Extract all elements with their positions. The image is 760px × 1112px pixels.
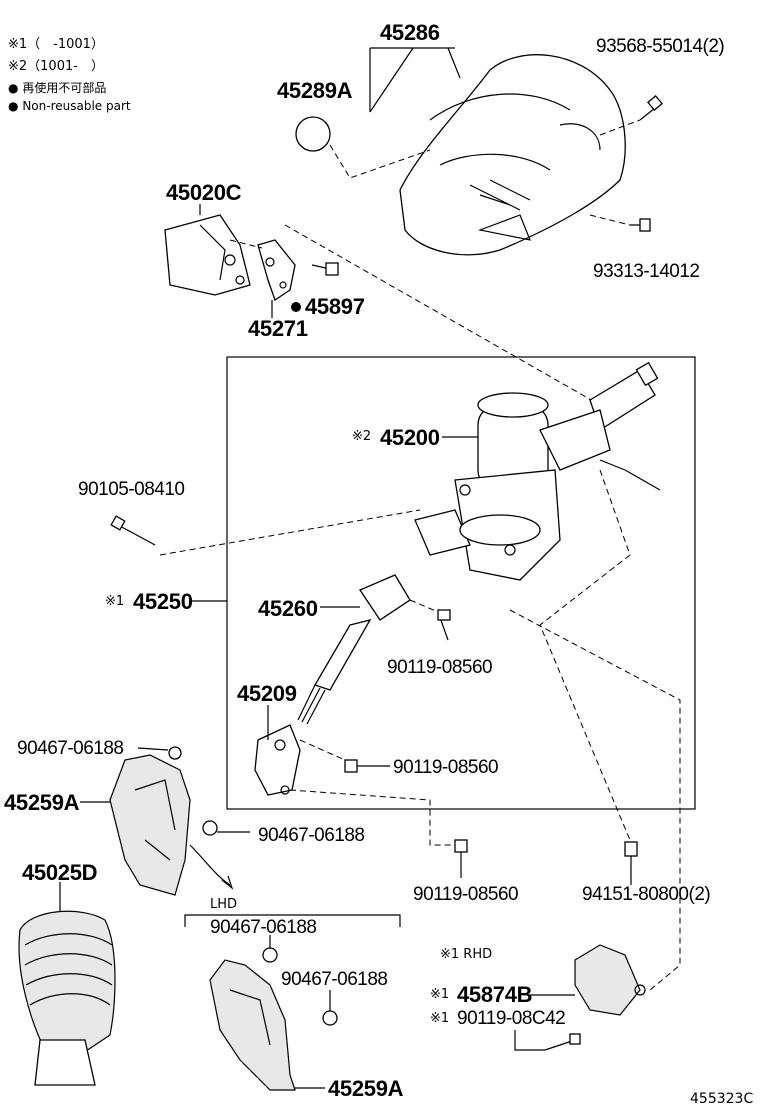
label-93313: 93313-14012 <box>593 261 700 282</box>
label-45289A: 45289A <box>277 78 353 103</box>
label-45286: 45286 <box>380 20 440 45</box>
label-45020C: 45020C <box>166 180 242 205</box>
label-90467-b: 90467-06188 <box>258 825 365 846</box>
label-90119-a: 90119-08560 <box>387 657 493 678</box>
bracket-45874B <box>574 944 646 1016</box>
legend-note-1: ※1（ -1001） <box>8 37 104 52</box>
column-assembly-45200 <box>414 361 661 581</box>
mark-45200: ※2 <box>352 429 372 444</box>
label-45259A-bottom: 45259A <box>328 1076 404 1101</box>
joint-45209 <box>254 724 301 796</box>
mark-90119-d: ※1 <box>430 1011 450 1026</box>
label-rhd: ※1 RHD <box>440 947 493 962</box>
clip-90467-b <box>202 820 250 836</box>
label-90105: 90105-08410 <box>78 479 185 500</box>
column-cover-45286 <box>399 54 626 256</box>
legend-nonreusable-en: ● Non-reusable part <box>8 100 131 112</box>
label-45260: 45260 <box>258 596 318 621</box>
bolt-90119-b <box>344 759 390 773</box>
bolt-90119-a <box>437 609 451 641</box>
clamp-45271 <box>257 239 296 302</box>
label-45200: 45200 <box>380 425 440 450</box>
boot-45025D <box>18 910 116 1086</box>
shaft-45260 <box>297 574 411 725</box>
assembly-frame <box>226 356 696 810</box>
bolt-45897 <box>311 262 339 276</box>
label-45259A-top: 45259A <box>4 790 80 815</box>
label-45874B: 45874B <box>457 982 533 1007</box>
label-lhd: LHD <box>210 897 238 912</box>
label-45025D: 45025D <box>22 860 98 885</box>
nonreusable-dot-icon: ● <box>8 99 19 113</box>
screw-93313 <box>630 218 651 232</box>
label-90119-c: 90119-08560 <box>413 884 519 905</box>
nut-94151 <box>624 841 638 885</box>
mark-45250: ※1 <box>105 594 125 609</box>
label-45271: 45271 <box>248 316 308 341</box>
clip-90467-d <box>322 990 338 1026</box>
label-90119-d: 90119-08C42 <box>457 1008 566 1029</box>
label-45250: 45250 <box>133 589 193 614</box>
label-45897: 45897 <box>305 294 365 319</box>
bolt-90119-d <box>544 1033 581 1051</box>
cover-45259A-top <box>109 754 191 896</box>
screw-93568 <box>639 95 663 121</box>
nonreusable-jp-text: 再使用不可部品 <box>22 81 107 95</box>
label-45209: 45209 <box>237 681 297 706</box>
label-90467-a: 90467-06188 <box>17 738 124 759</box>
bolt-90119-c <box>454 839 468 878</box>
label-90467-c: 90467-06188 <box>210 917 317 938</box>
clip-90467-c <box>262 935 278 963</box>
nonreusable-en-text: Non-reusable part <box>22 99 131 113</box>
cover-45259A-bottom <box>209 959 296 1091</box>
label-90119-b: 90119-08560 <box>393 757 499 778</box>
label-94151: 94151-80800(2) <box>582 884 711 905</box>
clip-90467-a <box>137 746 182 760</box>
legend-nonreusable-jp: ● 再使用不可部品 <box>8 82 106 94</box>
bracket-45020C <box>164 214 251 296</box>
mark-45874B: ※1 <box>430 987 450 1002</box>
bolt-90105 <box>110 515 156 546</box>
label-90467-d: 90467-06188 <box>281 969 388 990</box>
label-93568: 93568-55014(2) <box>596 36 725 57</box>
figure-id: 455323C <box>690 1091 754 1107</box>
cap-45289A <box>295 116 331 152</box>
legend-note-2: ※2（1001- ） <box>8 59 104 74</box>
nonreusable-dot-icon: ● <box>8 81 19 95</box>
